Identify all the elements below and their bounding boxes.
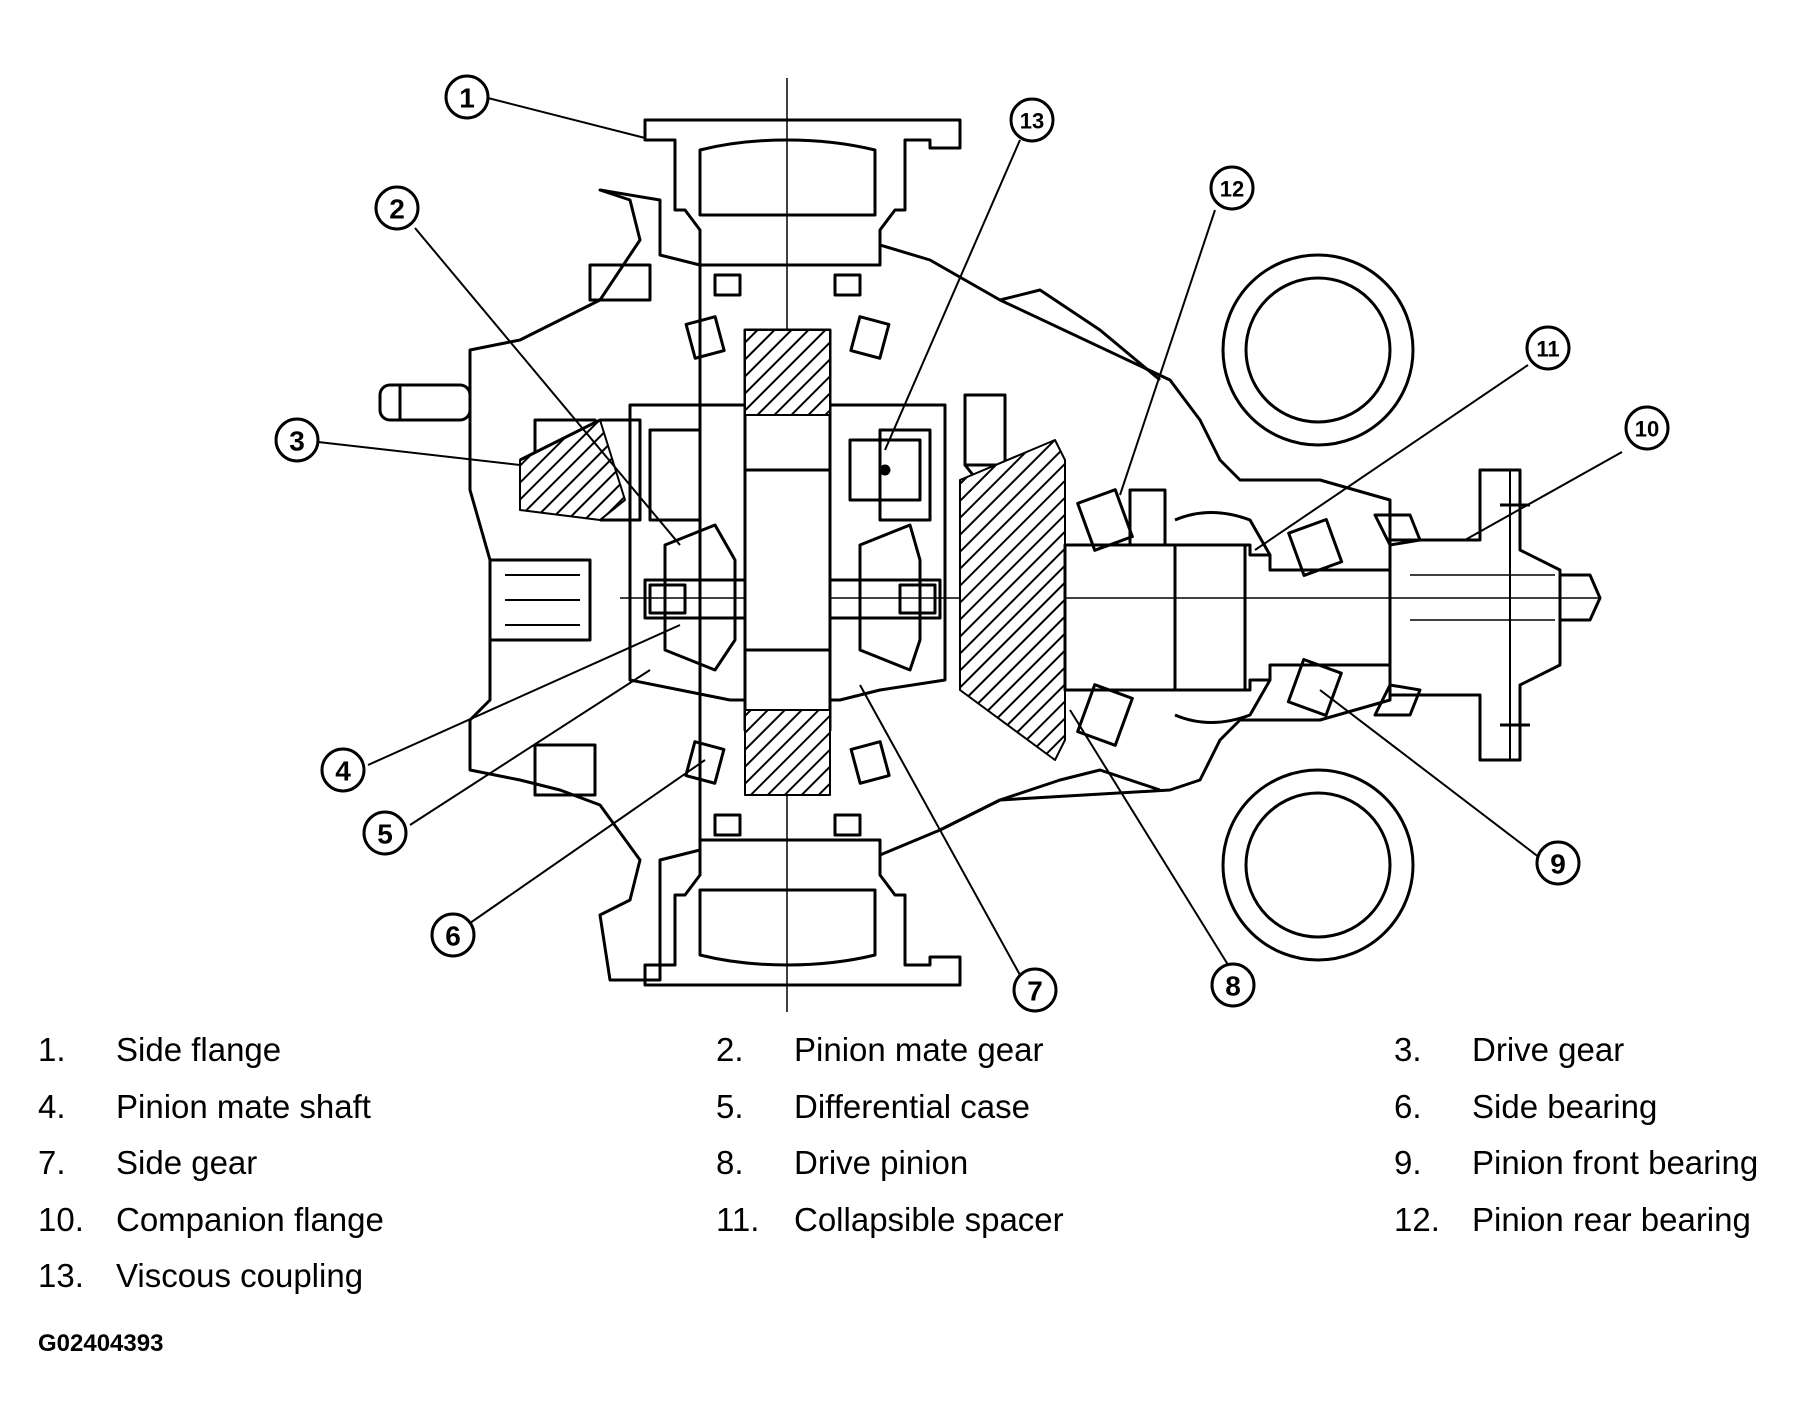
callout-6: 6	[430, 912, 476, 958]
legend-label: Pinion mate gear	[794, 1031, 1044, 1068]
callout-1: 1	[444, 74, 490, 120]
legend-number: 7.	[38, 1144, 66, 1181]
differential-case	[628, 403, 947, 702]
pinion-mate-gear	[663, 523, 737, 672]
legend-number: 3.	[1394, 1031, 1422, 1068]
svg-text:1: 1	[459, 83, 475, 114]
legend-label: Pinion rear bearing	[1472, 1200, 1751, 1238]
legend-label: Pinion front bearing	[1472, 1144, 1759, 1181]
callout-12: 12	[1209, 165, 1255, 211]
legend-number: 5.	[716, 1087, 744, 1125]
legend-number: 4.	[38, 1087, 66, 1125]
callout-7: 7	[1012, 967, 1058, 1013]
pinion-rear-bearing	[1076, 488, 1167, 747]
legend-row: 13. Viscous coupling	[38, 1256, 1778, 1313]
legend-number: 11.	[716, 1200, 760, 1238]
mounting-boss-lower	[1221, 768, 1415, 962]
legend-label: Drive gear	[1472, 1031, 1625, 1068]
svg-text:11: 11	[1536, 337, 1559, 362]
legend-row: 1. Side flange 2. Pinion mate gear 3. Drive…	[38, 1030, 1778, 1087]
leader-lines	[317, 97, 1623, 976]
drive-pinion-head	[959, 439, 1066, 761]
carrier-housing	[468, 188, 702, 982]
svg-text:8: 8	[1225, 971, 1241, 1002]
callout-5: 5	[362, 810, 408, 856]
companion-flange	[1388, 468, 1562, 762]
svg-text:5: 5	[377, 819, 393, 850]
callout-4: 4	[320, 747, 366, 793]
pinion-front-bearing	[1286, 517, 1344, 717]
legend-number: 2.	[716, 1031, 744, 1068]
main-housing	[879, 243, 1392, 857]
svg-text:4: 4	[335, 756, 351, 787]
legend-label: Side bearing	[1472, 1087, 1658, 1125]
viscous-coupling	[848, 438, 922, 502]
legend-label: Pinion mate shaft	[116, 1087, 371, 1125]
svg-text:9: 9	[1550, 849, 1566, 880]
callout-10: 10	[1624, 405, 1670, 451]
svg-text:3: 3	[289, 426, 305, 457]
legend-row: 4.Pinion mate shaft 5.Differential case …	[38, 1087, 1778, 1144]
legend-label: Companion flange	[116, 1200, 384, 1238]
side-bearing	[684, 315, 891, 785]
differential-drawing	[317, 78, 1623, 1012]
legend-label: Collapsible spacer	[794, 1200, 1064, 1238]
legend-label: Differential case	[794, 1087, 1031, 1125]
callout-8: 8	[1210, 962, 1256, 1008]
callout-9: 9	[1535, 840, 1581, 886]
legend-number: 8.	[716, 1144, 744, 1181]
legend-row: 10. Companion flange 11. Collapsible space…	[38, 1200, 1778, 1257]
stud-bolt	[378, 383, 472, 422]
legend-number: 10.	[38, 1200, 84, 1238]
svg-text:13: 13	[1020, 109, 1044, 134]
lower-side-flange	[643, 838, 962, 987]
legend-number: 12.	[1394, 1200, 1440, 1238]
legend-label: Viscous coupling	[116, 1257, 364, 1294]
legend-label: Side flange	[116, 1031, 282, 1068]
svg-text:12: 12	[1220, 177, 1244, 202]
svg-text:6: 6	[445, 921, 461, 952]
upper-side-flange	[643, 118, 962, 267]
legend-number: 13.	[38, 1257, 84, 1294]
parts-legend: 1. Side flange 2. Pinion mate gear 3. Drive…	[38, 1030, 1778, 1313]
legend-label: Drive pinion	[794, 1144, 969, 1181]
differential-diagram: 1 2 3 4 5 6 7 8 9 10 11 12 13	[274, 74, 1670, 1013]
legend-label: Side gear	[116, 1144, 258, 1181]
figure-code: G02404393	[38, 1330, 164, 1357]
callout-11: 11	[1525, 325, 1571, 371]
callout-2: 2	[374, 185, 420, 231]
legend-number: 1.	[38, 1031, 66, 1068]
legend-row: 7. Side gear 8. Drive pinion 9. Pinion fron…	[38, 1143, 1778, 1200]
mounting-boss-upper	[1221, 253, 1415, 447]
svg-text:10: 10	[1635, 417, 1659, 442]
callout-3: 3	[274, 417, 320, 463]
legend-number: 6.	[1394, 1087, 1422, 1125]
legend-number: 9.	[1394, 1144, 1422, 1181]
collapsible-spacer	[1174, 511, 1272, 724]
callouts: 1 2 3 4 5 6 7 8 9 10 11 12 13	[274, 74, 1670, 1013]
svg-text:7: 7	[1027, 976, 1043, 1007]
drive-pinion	[1063, 543, 1392, 692]
svg-text:2: 2	[389, 194, 405, 225]
callout-13: 13	[1009, 97, 1055, 143]
